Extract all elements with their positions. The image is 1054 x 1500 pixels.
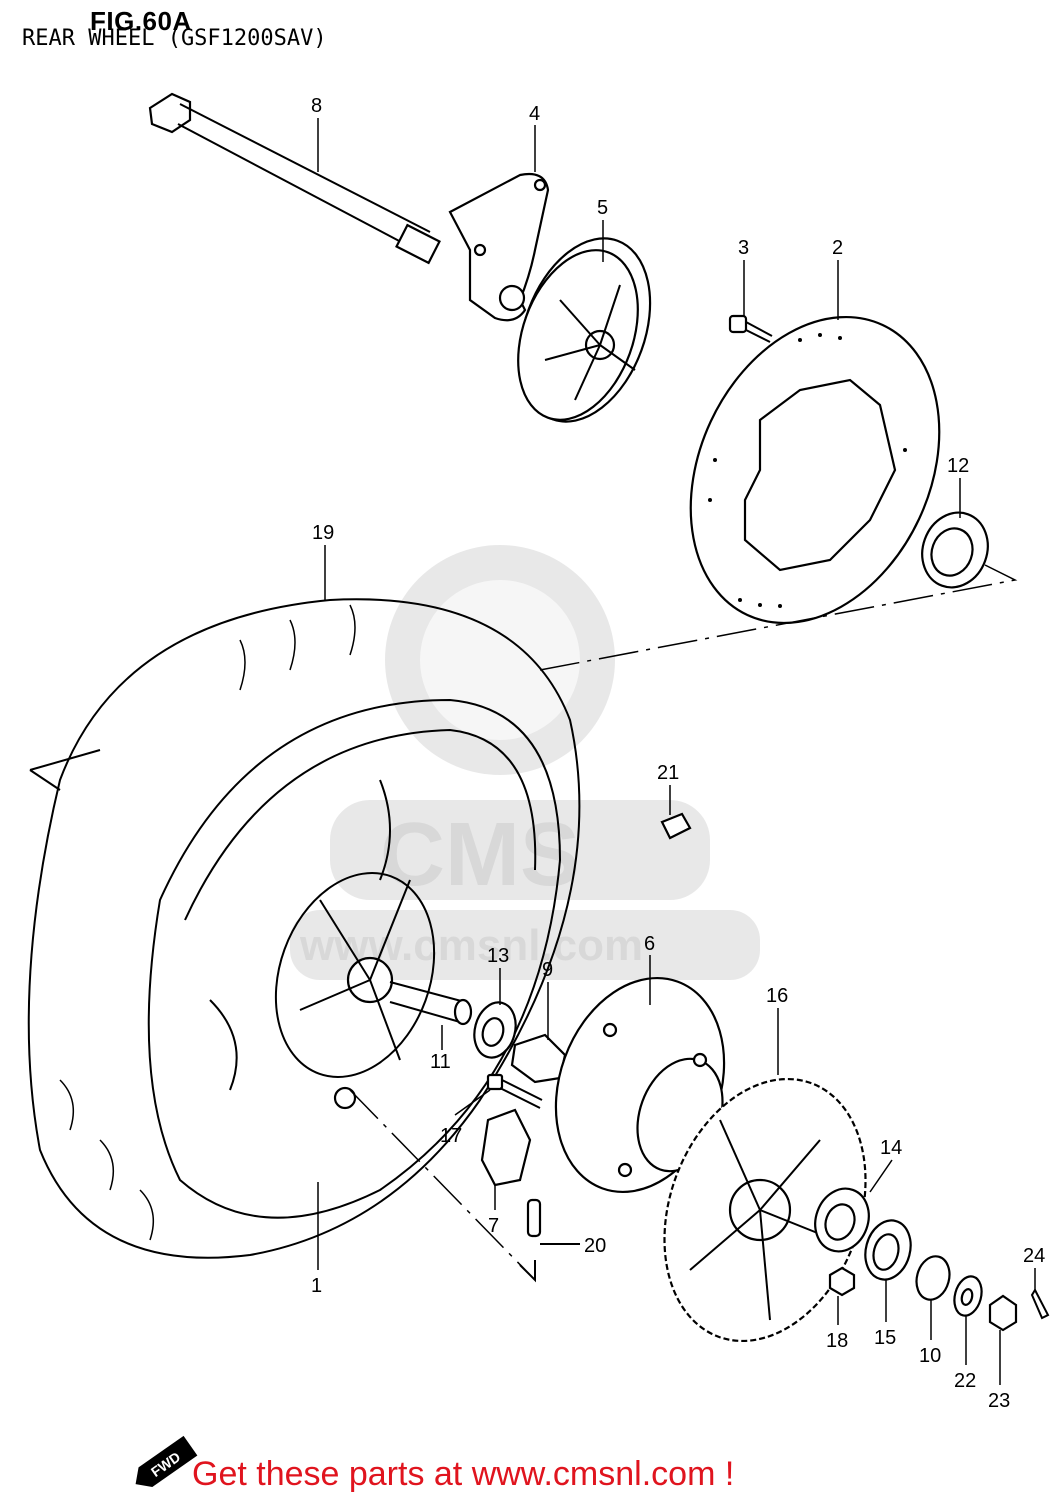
part-22-washer: [953, 1275, 983, 1317]
part-14-bearing: [814, 1187, 870, 1253]
callout-8: 8: [311, 95, 322, 117]
leader-lines: [317, 118, 1036, 1385]
callout-9: 9: [542, 959, 553, 981]
watermark-logo: CMS www.cmsnl.com: [290, 545, 760, 980]
part-17-bolt: [486, 1073, 543, 1109]
part-9-collar: [510, 1033, 567, 1084]
fwd-arrow-badge: FWD: [135, 1435, 198, 1488]
part-4-torque-bracket: [448, 172, 550, 322]
part-16-sprocket: [663, 1077, 867, 1343]
callout-2: 2: [832, 237, 843, 259]
callout-10: 10: [919, 1345, 941, 1367]
callout-4: 4: [529, 103, 540, 125]
part-12-bearing: [921, 511, 989, 589]
callout-11: 11: [430, 1051, 451, 1073]
callout-15: 15: [874, 1327, 896, 1349]
callout-23: 23: [988, 1390, 1010, 1412]
part-24-cotter-pin: [1030, 1287, 1050, 1320]
watermark-logo-text: CMS: [380, 805, 580, 905]
callout-17: 17: [440, 1125, 462, 1147]
callout-3: 3: [738, 237, 749, 259]
callout-12: 12: [947, 455, 969, 477]
callout-24: 24: [1023, 1245, 1045, 1267]
part-8-axle: [148, 92, 441, 265]
part-20-valve: [526, 1198, 580, 1245]
part-2-brake-disc: [689, 315, 941, 625]
callout-13: 13: [487, 945, 509, 967]
callout-22: 22: [954, 1370, 976, 1392]
part-15-seal: [864, 1219, 912, 1281]
callout-7: 7: [488, 1215, 499, 1237]
part-18-nut: [828, 1266, 856, 1297]
callout-6: 6: [644, 933, 655, 955]
part-7-damper: [480, 1108, 532, 1187]
part-21-clip: [660, 812, 692, 840]
part-10-collar: [915, 1255, 951, 1301]
part-1-wheel-rim: [209, 779, 436, 1110]
callout-20: 20: [584, 1235, 606, 1257]
callout-16: 16: [766, 985, 788, 1007]
part-5-hub-disc: [517, 237, 652, 423]
callout-18: 18: [826, 1330, 848, 1352]
part-3-bolt: [728, 314, 773, 343]
figure-title: FIG.60A: [90, 6, 192, 36]
footer-link-text[interactable]: Get these parts at www.cmsnl.com !: [192, 1455, 735, 1493]
part-13-bearing: [473, 1001, 517, 1059]
callout-5: 5: [597, 197, 608, 219]
part-23-castle-nut: [988, 1294, 1018, 1332]
part-11-spacer: [389, 981, 473, 1026]
callout-21: 21: [657, 762, 679, 784]
assembly-lines: [29, 564, 1018, 1283]
callout-14: 14: [880, 1137, 902, 1159]
callout-1: 1: [311, 1275, 322, 1297]
callout-19: 19: [312, 522, 334, 544]
watermark-url: www.cmsnl.com: [299, 921, 643, 970]
callouts: 8 4 5 3 2 12 19 21 13 9 6 16 11 17 14 7 …: [311, 95, 1045, 1412]
figure-subtitle: REAR WHEEL (GSF1200SAV): [22, 26, 327, 51]
